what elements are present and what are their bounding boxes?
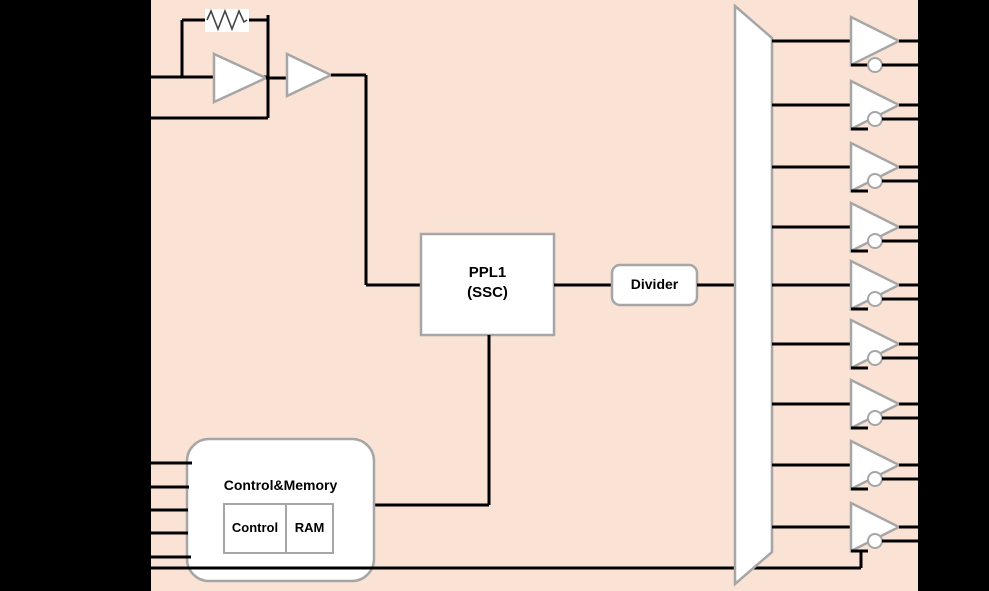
- control-subblock[interactable]: [223, 503, 287, 554]
- osc-buffer-1-icon: [212, 52, 269, 104]
- clock-output-2: [772, 78, 918, 132]
- divider-block[interactable]: [610, 263, 699, 307]
- clock-output-3-inverting-bubble-icon: [867, 173, 883, 189]
- clock-output-1-inverting-bubble-icon: [867, 57, 883, 73]
- clock-output-9: [772, 500, 918, 554]
- clock-output-4: [772, 200, 918, 254]
- clock-output-9-inverting-bubble-icon: [867, 533, 883, 549]
- pll-block-group[interactable]: [419, 232, 556, 337]
- clock-output-5-inverting-bubble-icon: [867, 291, 883, 307]
- pll-block[interactable]: [419, 232, 556, 337]
- control-memory-group[interactable]: [185, 437, 376, 583]
- clock-output-8-inverting-bubble-icon: [867, 471, 883, 487]
- feedback-resistor-icon: [206, 8, 248, 32]
- clock-output-4-inverting-bubble-icon: [867, 233, 883, 249]
- clock-output-7-inverting-bubble-icon: [867, 410, 883, 426]
- clock-output-6: [772, 317, 918, 371]
- clock-output-5: [772, 258, 918, 312]
- clock-output-7: [772, 377, 918, 431]
- output-channels-group: [772, 14, 918, 568]
- clock-output-6-inverting-bubble-icon: [867, 350, 883, 366]
- control-input-pins-group: [151, 461, 192, 559]
- clock-output-1: [772, 14, 918, 73]
- clock-output-3: [772, 140, 918, 194]
- clock-output-1-buffer-icon: [849, 14, 902, 68]
- clock-output-2-inverting-bubble-icon: [867, 111, 883, 127]
- osc-buffer-2-icon: [285, 52, 334, 98]
- clock-output-8: [772, 438, 918, 492]
- oscillator-section: [151, 8, 421, 287]
- ram-subblock[interactable]: [285, 503, 334, 554]
- output-fanout-trapezoid[interactable]: [733, 3, 774, 587]
